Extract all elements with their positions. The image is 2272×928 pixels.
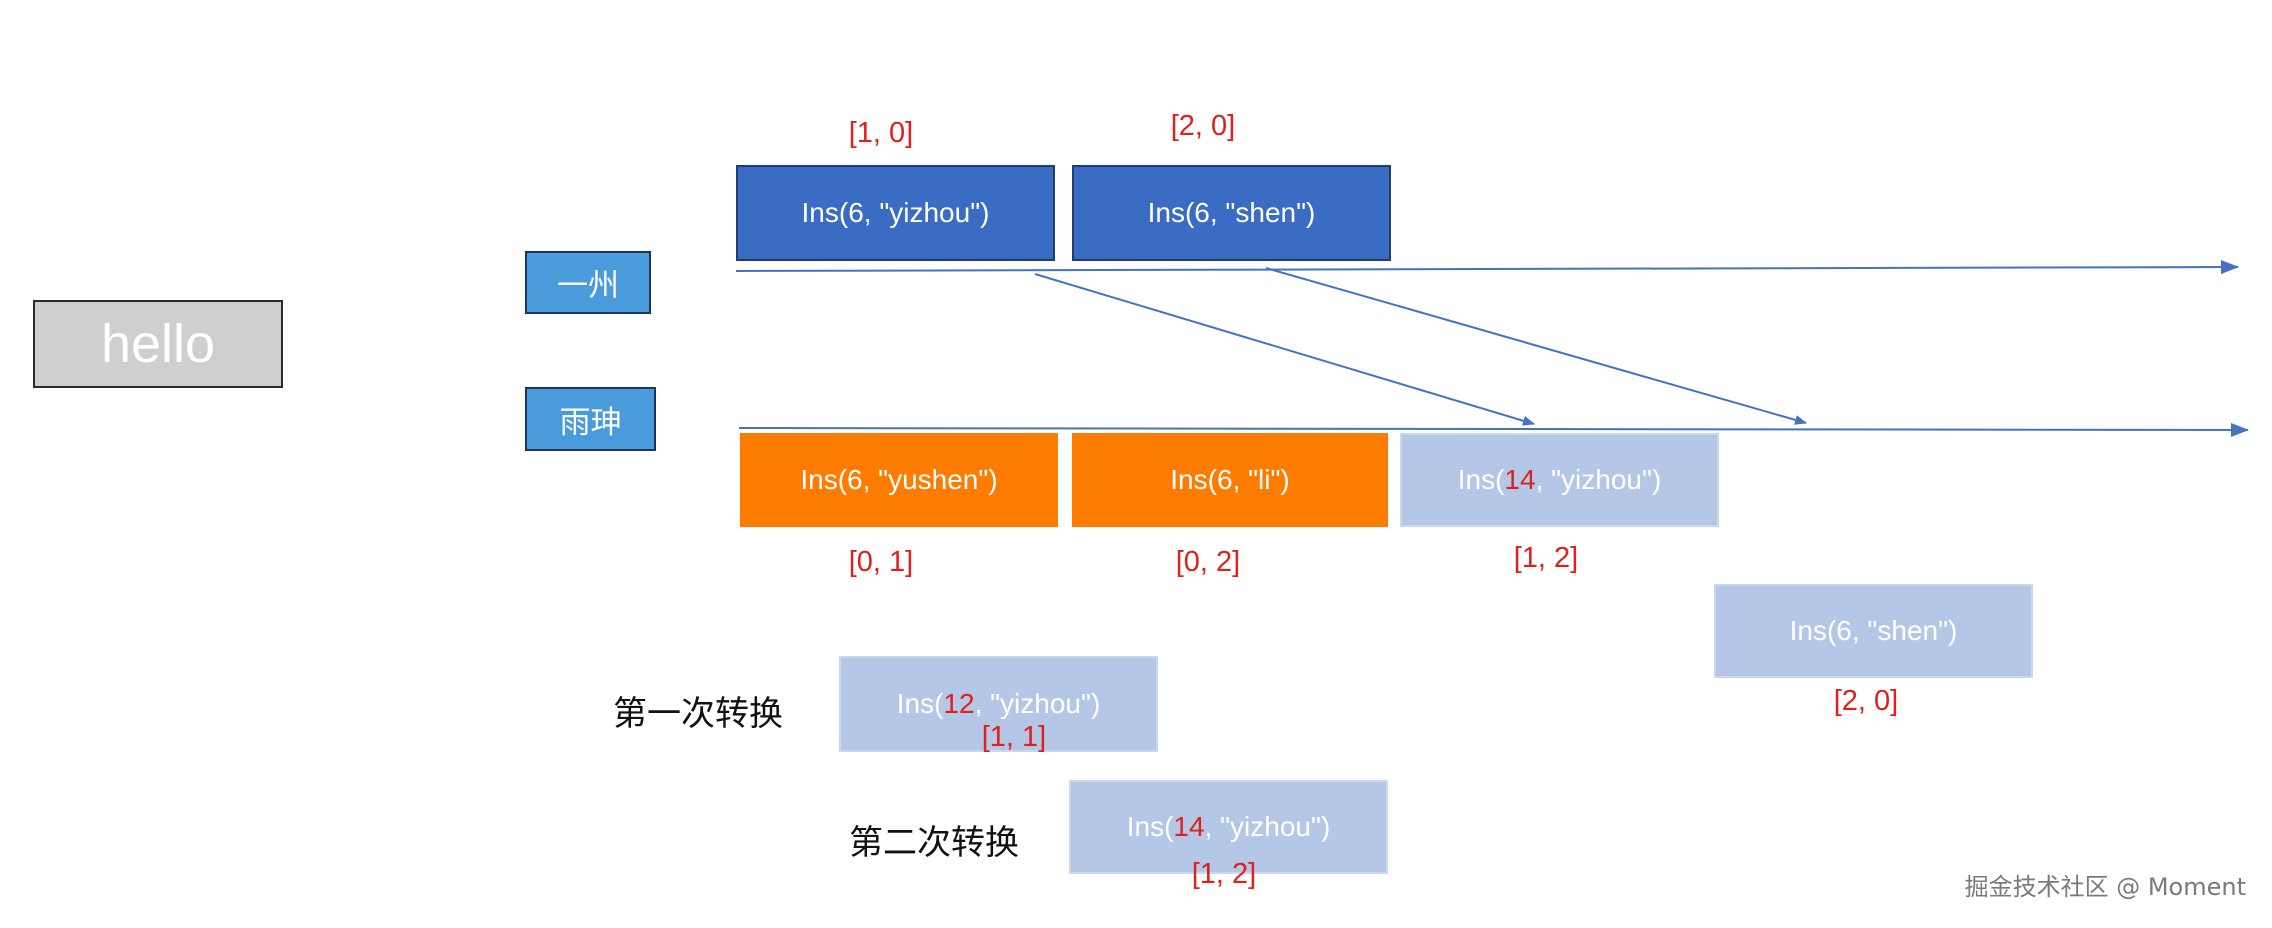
client-b-timeline	[738, 422, 2249, 437]
op-text-prefix: Ins(	[1126, 811, 1174, 842]
op-version-label: [2, 0]	[1833, 685, 1899, 717]
op-text-suffix: , "yizhou")	[974, 688, 1101, 719]
second-transform-op: Ins(14, "yizhou")	[1069, 780, 1388, 874]
client-a-op-shen: Ins(6, "shen")	[1072, 165, 1391, 261]
send-yizhou-arrow	[1034, 273, 1535, 426]
send-shen-arrow	[1265, 267, 1807, 425]
initial-document-box: hello	[33, 300, 283, 388]
client-b-received-shen: Ins(6, "shen")	[1714, 584, 2033, 678]
client-b-op-yushen: Ins(6, "yushen")	[740, 433, 1058, 527]
watermark-text: 掘金技术社区 @ Moment	[1964, 873, 2246, 901]
client-a-label: 一州	[525, 251, 651, 314]
op-position-highlight: 12	[943, 688, 975, 719]
client-b-received-yizhou: Ins(14, "yizhou")	[1400, 433, 1719, 527]
op-position-highlight: 14	[1504, 464, 1536, 495]
op-version-label: [0, 1]	[848, 546, 914, 578]
op-text-suffix: , "yizhou")	[1535, 464, 1662, 495]
op-text-prefix: Ins(	[1457, 464, 1505, 495]
client-b-op-li: Ins(6, "li")	[1072, 433, 1388, 527]
op-version-label: [1, 2]	[1191, 858, 1257, 890]
op-version-label: [1, 2]	[1513, 542, 1579, 574]
client-a-op-yizhou: Ins(6, "yizhou")	[736, 165, 1055, 261]
op-text-suffix: , "yizhou")	[1204, 811, 1331, 842]
op-version-label: [1, 1]	[981, 721, 1047, 753]
client-a-timeline	[735, 260, 2239, 275]
op-version-label: [0, 2]	[1175, 546, 1241, 578]
second-transform-label: 第二次转换	[849, 823, 1019, 863]
op-text-prefix: Ins(	[896, 688, 944, 719]
op-version-label: [1, 0]	[848, 117, 914, 149]
client-b-label: 雨珅	[525, 387, 656, 451]
op-version-label: [2, 0]	[1170, 110, 1236, 142]
first-transform-label: 第一次转换	[613, 694, 783, 734]
first-transform-op: Ins(12, "yizhou")	[839, 656, 1158, 752]
op-position-highlight: 14	[1173, 811, 1205, 842]
